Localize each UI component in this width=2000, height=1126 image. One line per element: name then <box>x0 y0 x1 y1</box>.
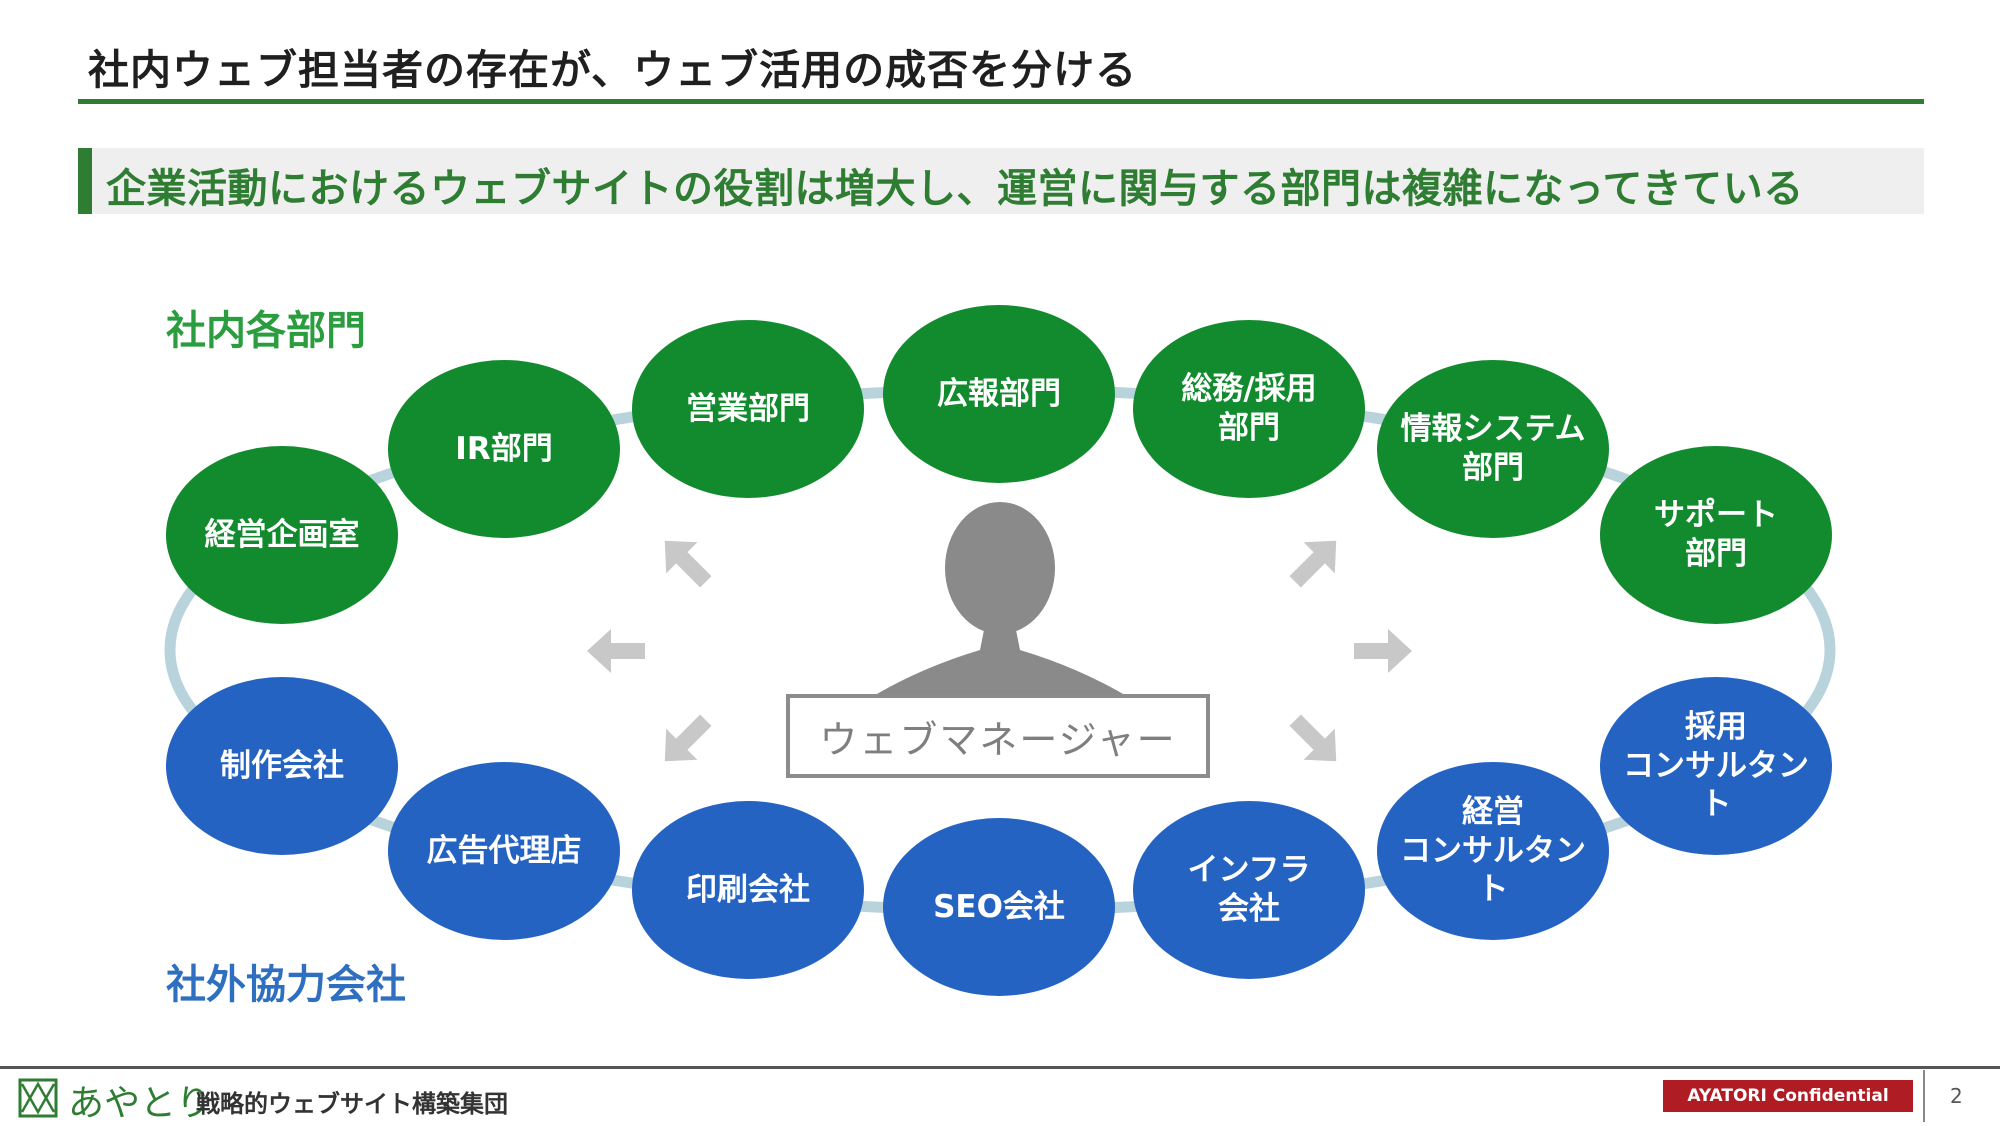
node-corporate-planning: 経営企画室 <box>166 446 398 624</box>
arrows <box>587 540 1412 762</box>
node-production-company: 制作会社 <box>166 677 398 855</box>
node-infrastructure: インフラ 会社 <box>1133 801 1365 979</box>
node-ad-agency: 広告代理店 <box>388 762 620 940</box>
arrow-down-left-icon <box>664 714 712 762</box>
node-pr: 広報部門 <box>883 305 1115 483</box>
person-icon <box>870 502 1130 698</box>
banner-text: 企業活動におけるウェブサイトの役割は増大し、運営に関与する部門は複雑になってきて… <box>106 166 1804 212</box>
arrow-down-right-icon <box>1289 714 1337 762</box>
arrow-right-icon <box>1354 629 1412 673</box>
internal-departments-label: 社内各部門 <box>166 308 366 354</box>
node-it: 情報システム 部門 <box>1377 360 1609 538</box>
banner-accent-bar <box>78 148 92 214</box>
page-number: 2 <box>1950 1084 1963 1108</box>
node-support: サポート 部門 <box>1600 446 1832 624</box>
node-sales: 営業部門 <box>632 320 864 498</box>
footer-divider <box>1923 1070 1925 1122</box>
slide-title: 社内ウェブ担当者の存在が、ウェブ活用の成否を分ける <box>88 46 1138 94</box>
footer-company: 戦略的ウェブサイト構築集団 <box>196 1090 508 1118</box>
arrow-up-right-icon <box>1289 540 1337 588</box>
arrow-up-left-icon <box>664 540 712 588</box>
web-manager-label: ウェブマネージャー <box>786 694 1210 778</box>
confidential-badge: AYATORI Confidential <box>1663 1080 1913 1112</box>
ayatori-logo-icon <box>18 1078 58 1118</box>
footer-brand: あやとり <box>68 1083 213 1124</box>
node-general-affairs: 総務/採用 部門 <box>1133 320 1365 498</box>
node-recruiting-consultant: 採用 コンサルタント <box>1600 677 1832 855</box>
node-seo: SEO会社 <box>883 818 1115 996</box>
external-partners-label: 社外協力会社 <box>166 962 406 1008</box>
node-ir: IR部門 <box>388 360 620 538</box>
arrow-left-icon <box>587 629 645 673</box>
footer-rule <box>0 1066 2000 1069</box>
node-printing: 印刷会社 <box>632 801 864 979</box>
node-management-consultant: 経営 コンサルタント <box>1377 762 1609 940</box>
title-underline <box>78 99 1924 104</box>
subtitle-banner: 企業活動におけるウェブサイトの役割は増大し、運営に関与する部門は複雑になってきて… <box>78 148 1924 214</box>
